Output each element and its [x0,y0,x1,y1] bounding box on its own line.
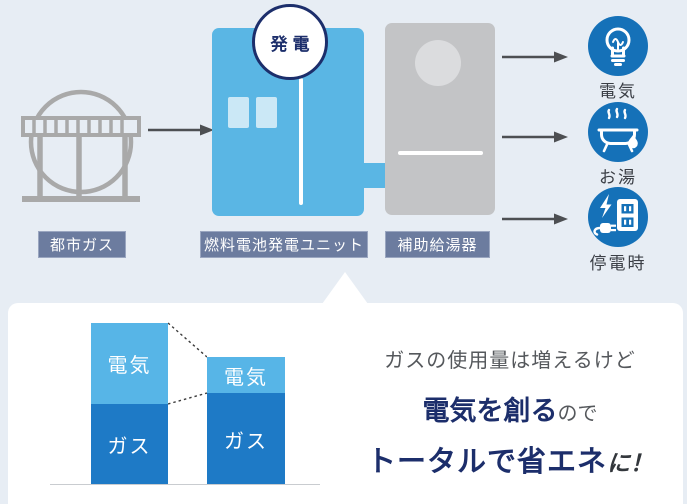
electricity-circle [588,16,648,76]
heater-seam [398,151,483,155]
message-line2: 電気を創るので [340,389,680,428]
chart-bar-before: 電気 ガス [91,323,168,485]
message-line3-suffix: に！ [607,451,653,477]
label-hot-water: お湯 [599,168,637,188]
heater-fan-circle [415,40,461,86]
unit-panel-seam [299,78,303,205]
message-line3-emphasis: トータルで省エネ [366,444,607,478]
arrow-to-outage [502,213,568,225]
arrow-to-hot-water [502,131,568,143]
arrow-to-electricity [502,51,568,63]
arrow-gas-to-unit [148,124,214,136]
gas-tank-icon [21,89,141,202]
panel-pointer-triangle [322,272,368,304]
label-city-gas: 都市ガス [38,231,126,258]
label-outage: 停電時 [589,254,647,274]
message-line1: ガスの使用量は増えるけど [384,348,636,372]
energy-saving-message: ガスの使用量は増えるけど 電気を創るので トータルで省エネに！ [340,344,680,480]
hot-water-circle [588,102,648,162]
outage-circle [588,187,648,247]
bar-before-electricity: 電気 [91,323,168,404]
bar-after-electricity: 電気 [207,357,285,393]
chart-baseline [50,484,320,485]
label-fuel-cell-unit: 燃料電池発電ユニット [200,231,368,258]
bar-before-gas: ガス [91,404,168,485]
unit-heater-pipe [358,163,388,188]
unit-vent-right [256,97,277,128]
power-outlet-plug-icon [593,194,638,236]
lightbulb-icon [605,27,631,66]
bar-after-gas: ガス [207,393,285,485]
message-line2-emphasis: 電気を創る [422,396,558,427]
unit-vent-left [228,97,249,128]
chart-bar-after: 電気 ガス [207,357,285,485]
message-line3: トータルで省エネに！ [340,438,680,480]
chart-dashed-connectors [168,322,207,405]
message-line2-suffix: ので [557,401,598,425]
label-water-heater: 補助給湯器 [385,231,490,258]
bathtub-icon [597,107,639,153]
generation-badge: 発電 [252,4,328,80]
label-electricity: 電気 [599,82,637,102]
